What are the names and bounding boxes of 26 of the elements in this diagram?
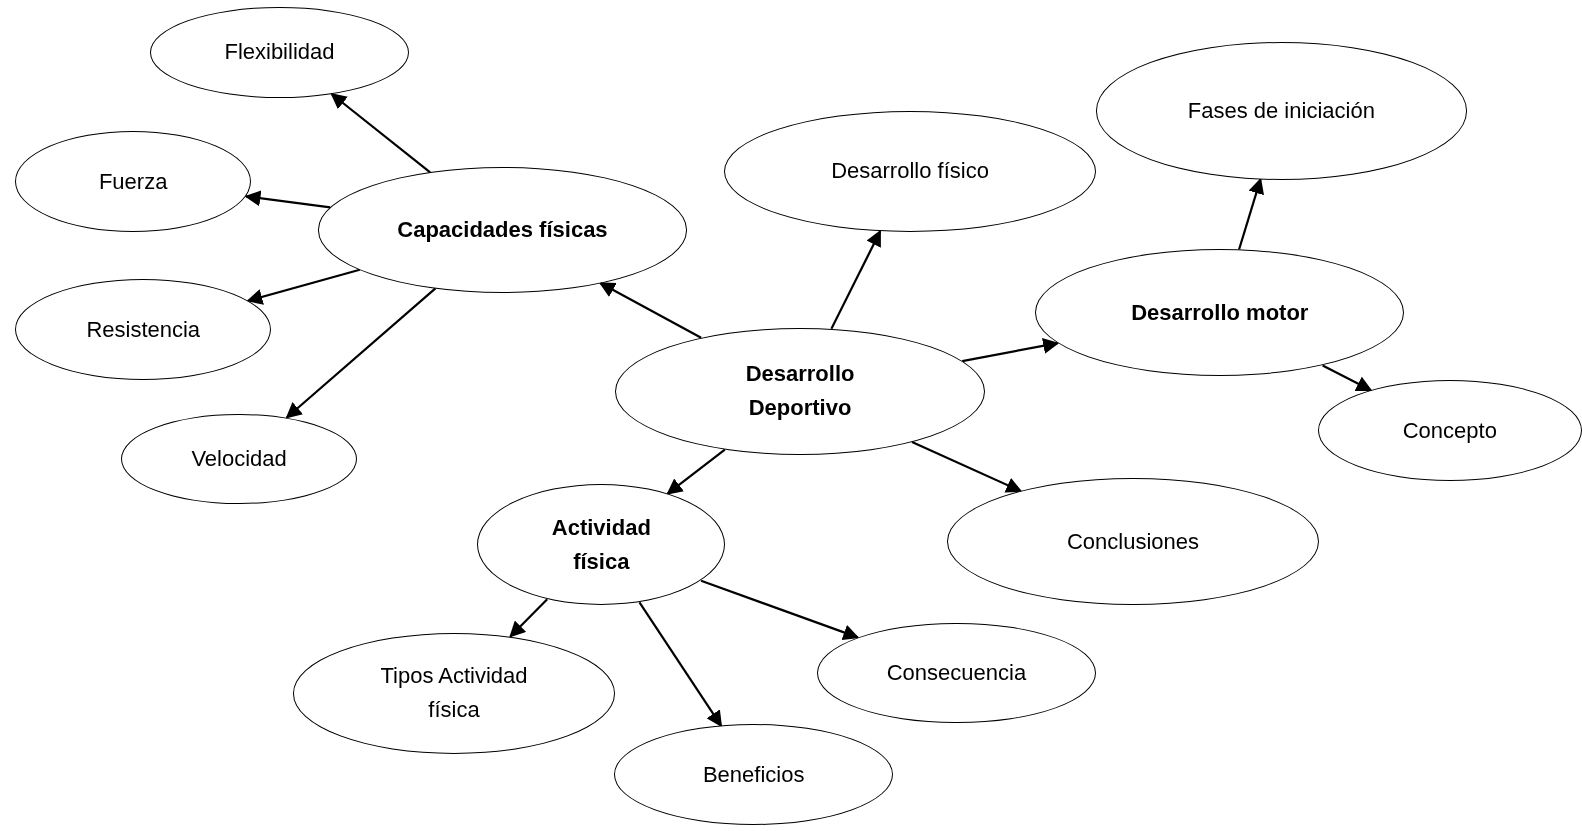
node-label: Tipos Actividad física: [379, 662, 529, 725]
node-label: Capacidades físicas: [397, 215, 608, 244]
arrow: [962, 337, 1060, 363]
node-label: Fases de iniciación: [1187, 96, 1375, 125]
arrow: [598, 282, 702, 339]
arrow: [246, 268, 361, 305]
node-label: Consecuencia: [886, 658, 1027, 687]
node-label: Conclusiones: [1066, 527, 1200, 556]
node-label: Concepto: [1402, 416, 1497, 445]
arrow: [330, 93, 431, 174]
node-label: Velocidad: [191, 445, 287, 473]
arrow: [700, 579, 860, 640]
node-label: Desarrollo motor: [1131, 298, 1309, 327]
node-label: Flexibilidad: [224, 38, 335, 67]
node-label: Resistencia: [86, 315, 201, 344]
arrow: [244, 190, 331, 209]
node-label: Fuerza: [98, 167, 168, 196]
arrow: [666, 448, 726, 495]
node-label: Desarrollo físico: [831, 157, 989, 186]
node-label: Beneficios: [702, 760, 805, 789]
node-label: Actividad física: [550, 513, 652, 576]
arrow: [911, 441, 1023, 493]
arrow: [1322, 364, 1373, 392]
arrow: [285, 287, 437, 419]
arrow: [509, 598, 548, 638]
node-label: Desarrollo Deportivo: [744, 360, 856, 423]
